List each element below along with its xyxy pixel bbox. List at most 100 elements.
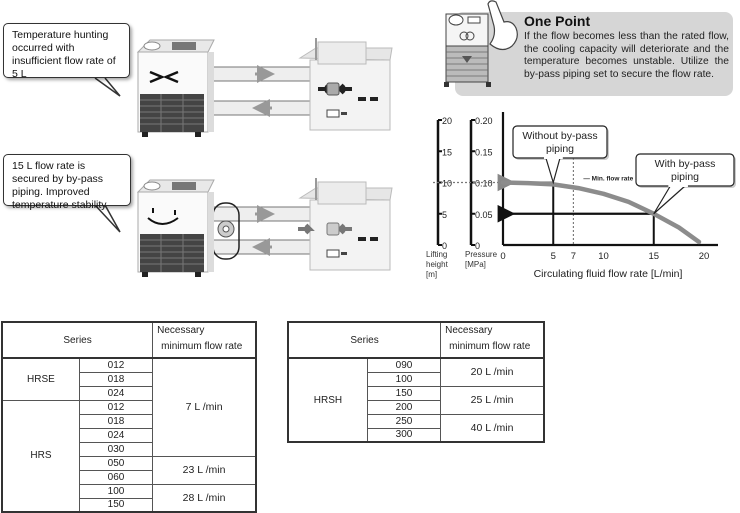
happy-face-icon xyxy=(147,208,179,225)
model-cell: 024 xyxy=(78,385,154,401)
model-cell: 060 xyxy=(78,469,154,485)
callout-joint xyxy=(544,156,563,159)
callout-tail xyxy=(94,204,121,233)
x-axis-label: Circulating fluid flow rate [L/min] xyxy=(534,268,683,280)
min-flow-cell: 7 L /min xyxy=(152,357,257,457)
lifting-tick-label: 10 xyxy=(442,179,452,189)
pressure-tick-label: 0.10 xyxy=(475,179,493,189)
header-line-1: Necessary xyxy=(445,325,493,336)
model-cell: 100 xyxy=(78,483,154,499)
series-cell: HRSE xyxy=(1,357,80,401)
min-flow-cell: 20 L /min xyxy=(440,357,545,387)
pump-curve-line xyxy=(500,180,702,245)
pressure-tick-label: 0.20 xyxy=(475,116,493,126)
load-device-bottom xyxy=(298,178,393,271)
header-line-1: Necessary xyxy=(157,325,205,336)
min-flow-cell: 28 L /min xyxy=(152,483,257,513)
callout-bypass-secured: 15 L flow rate is secured by by-pass pip… xyxy=(3,154,131,211)
model-cell: 030 xyxy=(78,441,154,457)
x-tick-label: 5 xyxy=(551,251,556,262)
pressure-tick-label: 0 xyxy=(475,241,480,251)
model-cell: 200 xyxy=(366,399,442,415)
pressure-tick-label: 0.15 xyxy=(475,147,493,157)
header-line-2: minimum flow rate xyxy=(161,341,243,352)
callout-text: 15 L flow rate is secured by by-pass pip… xyxy=(12,160,107,211)
model-cell: 090 xyxy=(366,357,442,373)
callout-text: With by-pass xyxy=(655,158,716,170)
callout-text: piping xyxy=(546,143,574,155)
callout-joint xyxy=(668,184,688,187)
model-cell: 050 xyxy=(78,455,154,471)
unhappy-face-icon xyxy=(149,70,179,84)
lifting-tick-label: 20 xyxy=(442,116,452,126)
chiller-unit-bottom xyxy=(136,179,215,277)
lifting-tick-label: 5 xyxy=(442,210,447,220)
pressure-tick-label: 0.05 xyxy=(475,210,493,220)
header-series: Series xyxy=(287,321,442,359)
scenario-illustrations xyxy=(94,38,393,277)
header-min-flow: Necessary minimum flow rate xyxy=(440,321,545,359)
min-flow-rate-label: — Min. flow rate xyxy=(583,175,633,182)
scenario-bottom-group xyxy=(136,178,393,277)
chiller-unit-top xyxy=(136,39,215,137)
flow-rate-chart: 0 0 5 0.05 10 0.10 15 0.15 20 0.20 0 5 7 10 15 20 — Min… xyxy=(426,112,736,280)
scenario-top-group xyxy=(136,38,393,137)
callout-tail xyxy=(94,77,121,97)
model-cell: 100 xyxy=(366,371,442,387)
one-point-text: If the flow becomes less than the rated … xyxy=(524,31,729,80)
min-flow-cell: 25 L /min xyxy=(440,385,545,415)
min-flow-cell: 23 L /min xyxy=(152,455,257,485)
callout-tail xyxy=(653,185,686,215)
bypass-valve-icon xyxy=(212,202,240,260)
header-min-flow: Necessary minimum flow rate xyxy=(152,321,257,359)
y-axis-label-lifting-3: [m] xyxy=(426,270,437,279)
callout-insufficient-flow: Temperature hunting occurred with insuff… xyxy=(3,23,130,80)
model-cell: 150 xyxy=(366,385,442,401)
callout-tail xyxy=(545,157,561,185)
load-device-top xyxy=(298,38,393,131)
one-point-title: One Point xyxy=(524,13,591,29)
y-axis-label-pressure-1: Pressure xyxy=(465,250,498,259)
x-tick-label: 15 xyxy=(648,251,659,262)
callout-text: Temperature hunting occurred with insuff… xyxy=(12,29,116,80)
table-row: 300 xyxy=(288,427,544,443)
header-line-2: minimum flow rate xyxy=(449,341,531,352)
y-axis-label-lifting-2: height xyxy=(426,260,449,269)
mascot-icon xyxy=(444,0,518,87)
x-tick-label: 20 xyxy=(699,251,710,262)
model-cell: 150 xyxy=(78,497,154,513)
model-cell: 012 xyxy=(78,399,154,415)
model-cell: 300 xyxy=(366,427,442,443)
y-axis-label-pressure-2: [MPa] xyxy=(465,260,486,269)
y-axis-label-lifting-1: Lifting xyxy=(426,250,447,259)
model-cell: 018 xyxy=(78,371,154,387)
header-series: Series xyxy=(1,321,154,359)
series-cell: HRSH xyxy=(287,357,368,443)
series-cell: HRS xyxy=(1,399,80,513)
x-tick-label: 0 xyxy=(500,251,505,262)
min-flow-cell: 40 L /min xyxy=(440,413,545,443)
model-cell: 024 xyxy=(78,427,154,443)
model-cell: 018 xyxy=(78,413,154,429)
callout-text: piping xyxy=(671,171,699,183)
lifting-tick-label: 15 xyxy=(442,147,452,157)
x-tick-label: 10 xyxy=(598,251,609,262)
x-tick-label: 7 xyxy=(571,251,576,262)
model-cell: 250 xyxy=(366,413,442,429)
lifting-tick-label: 0 xyxy=(442,241,447,251)
callout-text: Without by-pass xyxy=(522,130,597,142)
model-cell: 012 xyxy=(78,357,154,373)
